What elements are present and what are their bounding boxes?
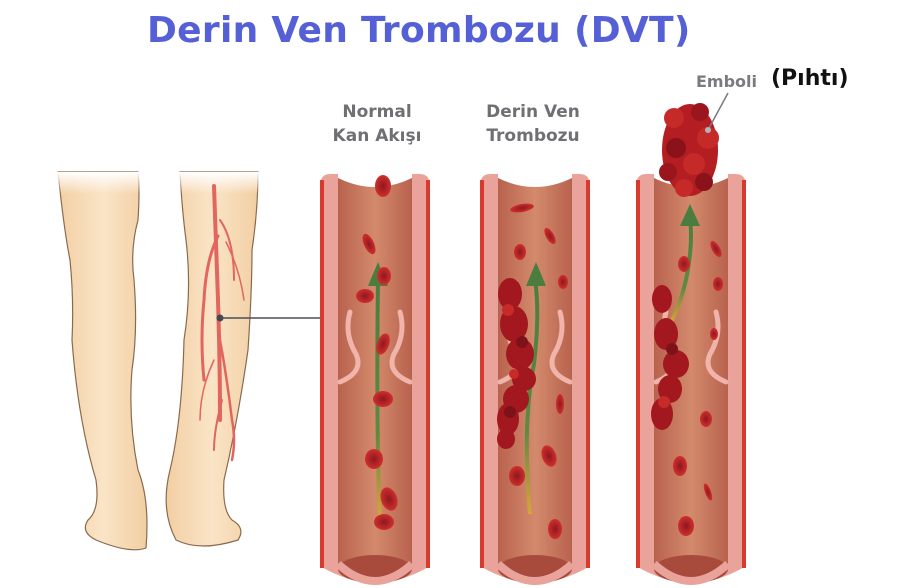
vessel-dvt: [480, 174, 590, 583]
label-normal-flow: Normal Kan Akışı: [332, 102, 422, 146]
blood-clot: [651, 285, 689, 430]
page-title: Derin Ven Trombozu (DVT): [147, 10, 691, 51]
emboli-pointer-line: [707, 92, 729, 131]
blood-cells: [356, 175, 398, 530]
flow-arrow-icon: [526, 262, 546, 286]
label-clot-annotation: (Pıhtı): [771, 66, 849, 91]
blood-clot: [497, 278, 536, 449]
emboli-clot: [659, 103, 719, 197]
vessel-normal-flow: [320, 174, 430, 583]
blood-cells: [509, 203, 568, 539]
flow-arrow-icon: [680, 204, 700, 226]
vessel-emboli: [636, 174, 746, 583]
label-dvt: Derin Ven Trombozu: [486, 102, 580, 146]
leg-veins: [199, 184, 245, 462]
leg-right-affected: [165, 171, 260, 547]
leg-left: [56, 171, 148, 551]
blood-cells: [673, 240, 723, 536]
label-emboli: Emboli: [696, 72, 758, 91]
